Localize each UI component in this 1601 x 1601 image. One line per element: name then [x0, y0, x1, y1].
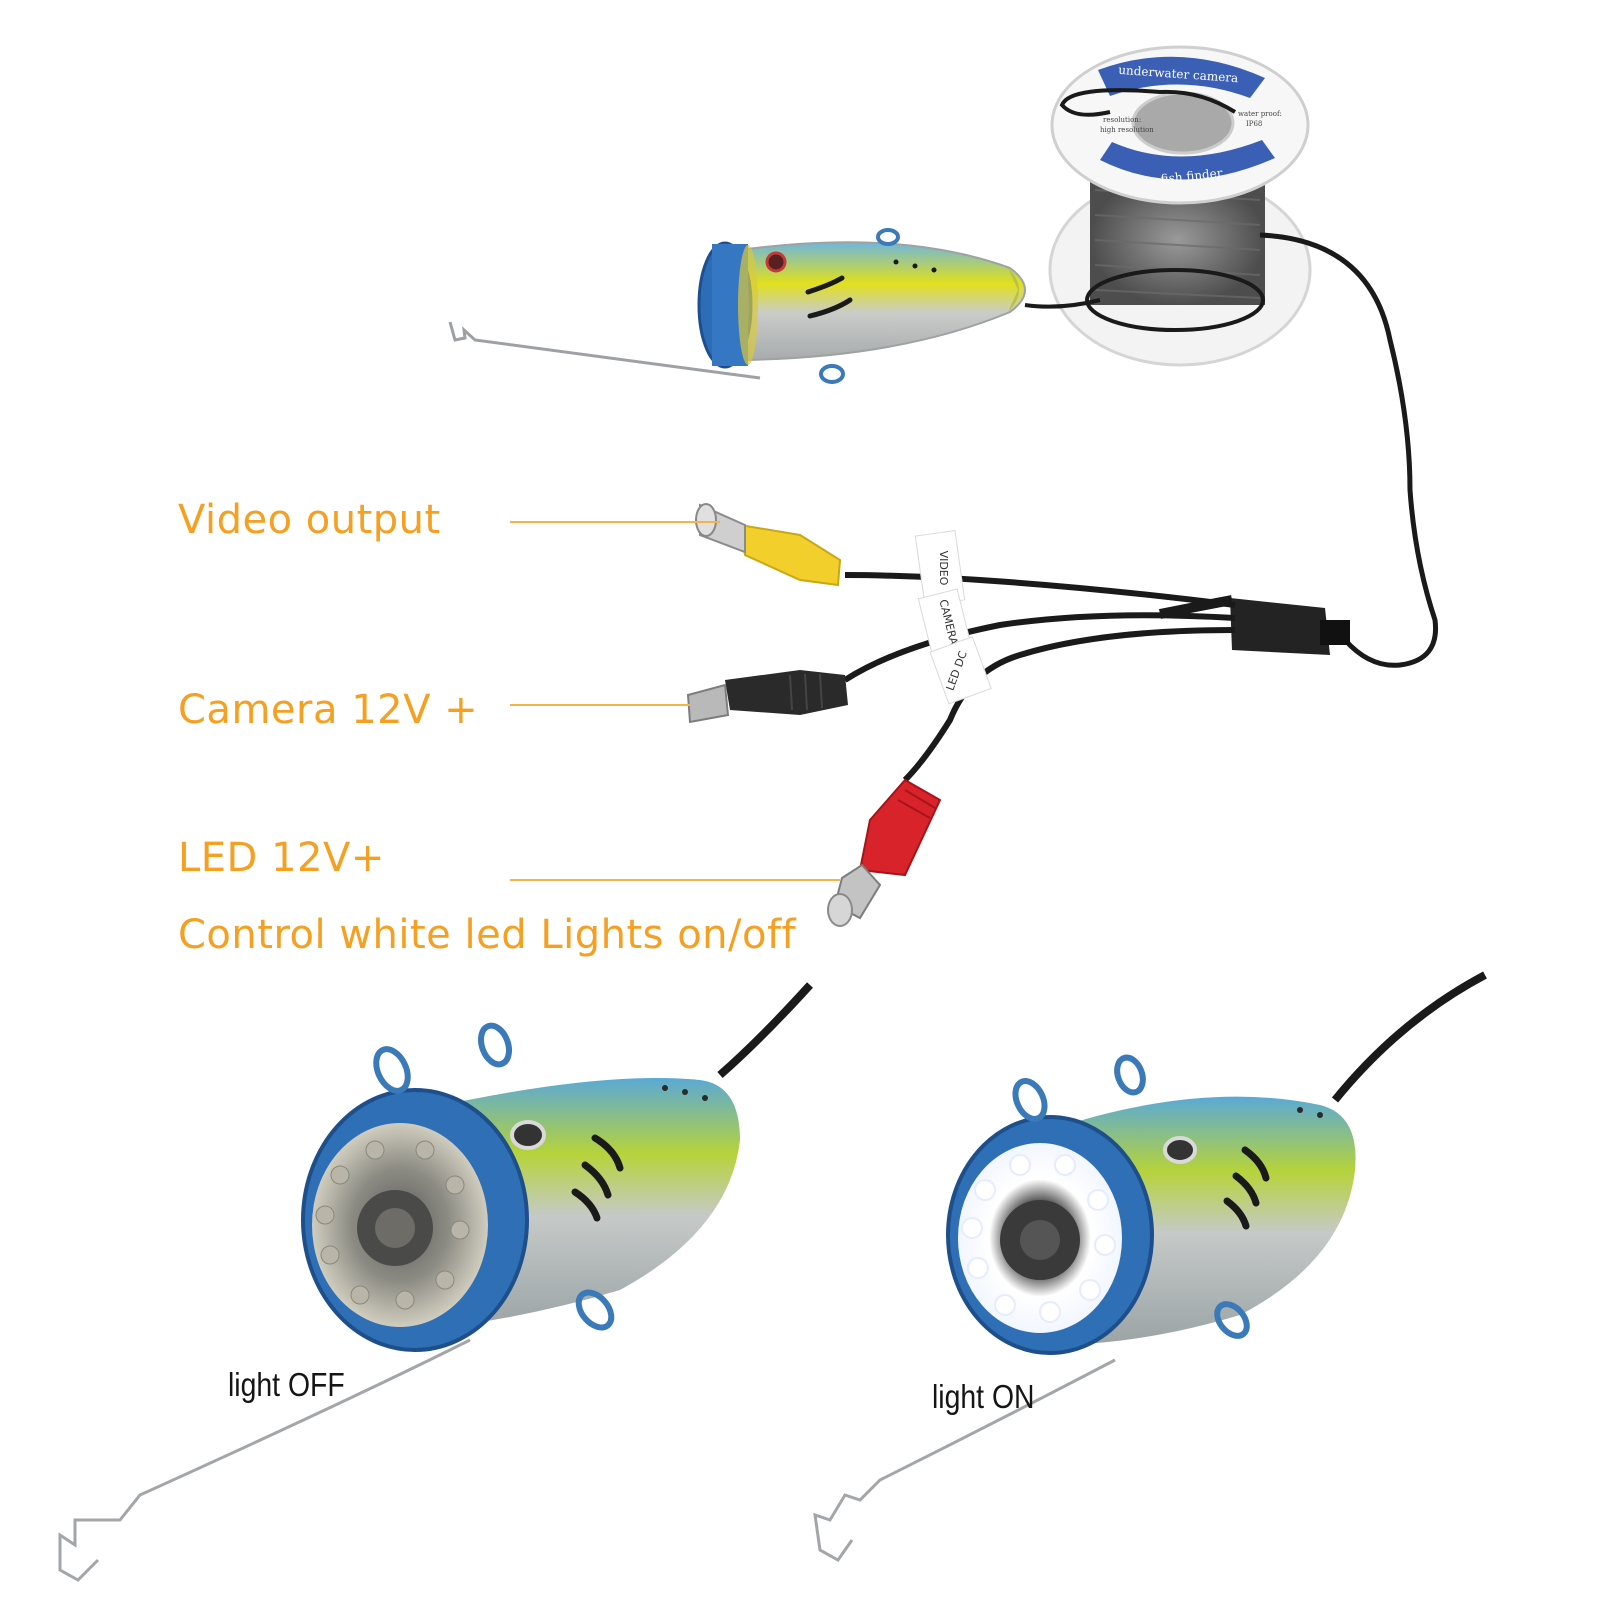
- main-cable: [1259, 232, 1439, 668]
- camera-dc-plug: [686, 670, 848, 724]
- led-dc-plug: [827, 778, 942, 927]
- caption-light-on: light ON: [932, 1378, 1035, 1415]
- fish-camera-light-off: [58, 982, 813, 1582]
- reel-label-resolution: resolution:: [1103, 116, 1141, 124]
- video-rca-plug: [695, 503, 842, 587]
- cable-tags: VIDEO CAMERA LED DC: [914, 529, 992, 705]
- callout-led-power: LED 12V+: [178, 835, 385, 881]
- reel-label-waterproof: water proof:: [1238, 110, 1282, 118]
- branch-cables: [843, 572, 1236, 783]
- reel-label-waterproof-value: IP68: [1246, 120, 1262, 128]
- tag-video: VIDEO: [937, 551, 950, 586]
- breakout-connector: [1159, 595, 1350, 655]
- leader-lines: [510, 521, 840, 881]
- callout-video-output: Video output: [178, 497, 441, 543]
- callout-led-control: Control white led Lights on/off: [178, 912, 797, 958]
- fish-camera-small: [448, 228, 1101, 384]
- reel-label-resolution-value: high resolution: [1100, 126, 1154, 134]
- reel-label-bottom: fish finder: [1160, 166, 1223, 186]
- fish-camera-light-on: [813, 971, 1487, 1562]
- cable-reel: underwater camera fish finder resolution…: [1048, 45, 1312, 367]
- caption-light-off: light OFF: [228, 1366, 345, 1403]
- callout-camera-power: Camera 12V +: [178, 687, 479, 733]
